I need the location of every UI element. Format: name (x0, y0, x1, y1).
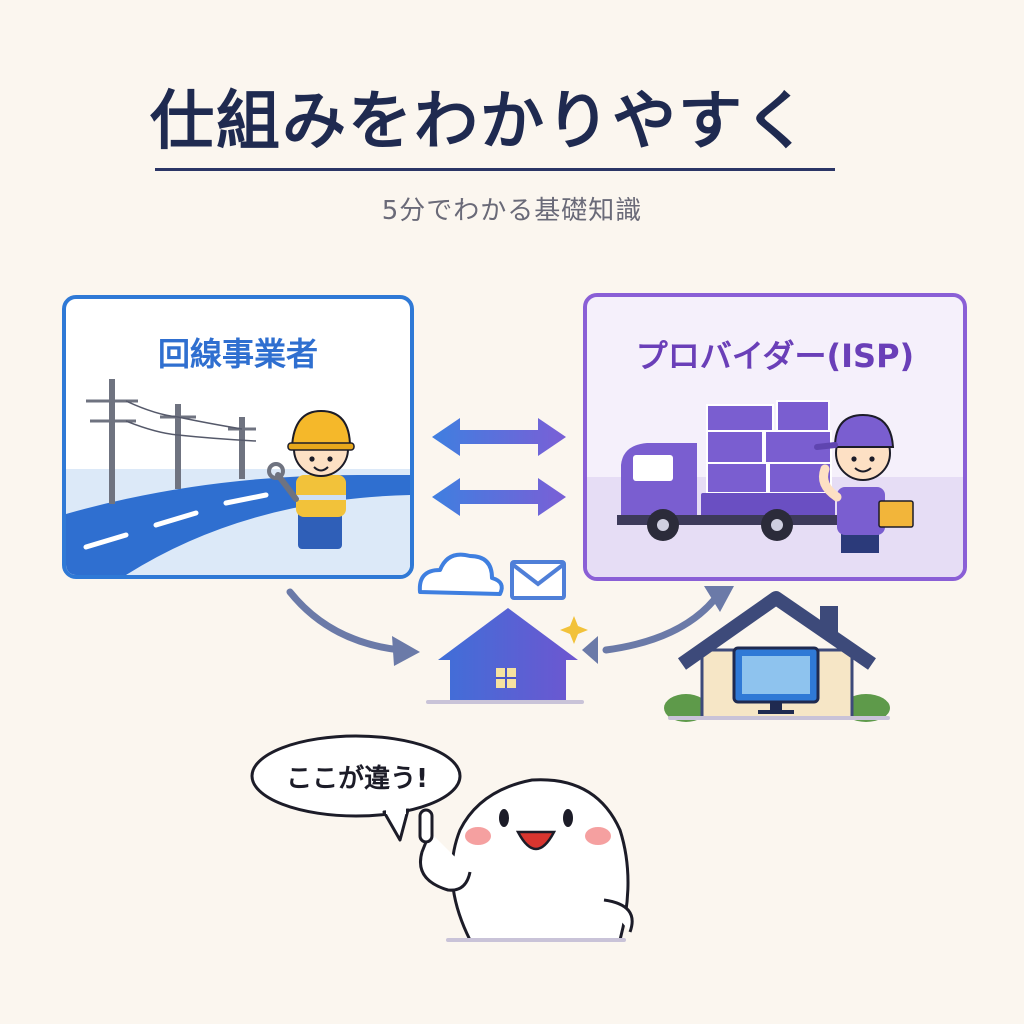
speech-bubble (250, 734, 462, 842)
package-boxes-icon (706, 400, 832, 494)
home-with-tv-icon (664, 591, 890, 722)
title-underline (155, 168, 835, 171)
line-operator-label: 回線事業者 (157, 335, 318, 373)
speech-bubble-text: ここが違う! (286, 764, 428, 794)
mail-icon (510, 560, 566, 600)
house-icon (426, 608, 584, 704)
provider-illustration (587, 400, 963, 577)
wrench-icon (267, 462, 299, 502)
provider-label: プロバイダー(ISP) (635, 337, 915, 375)
mascot-icon (418, 778, 634, 942)
provider-panel: プロバイダー(ISP) (583, 293, 967, 581)
arrow-house-to-isp (602, 596, 718, 654)
cloud-icon (417, 552, 504, 596)
double-arrow-bottom (432, 478, 566, 516)
delivery-person-icon (814, 413, 914, 553)
arrow-left-to-house (286, 588, 404, 654)
line-operator-panel: 回線事業者 (62, 295, 414, 579)
tv-icon (732, 646, 820, 714)
technician-icon (287, 409, 355, 549)
sparkle-icon (560, 616, 588, 644)
truck-icon (617, 443, 837, 541)
page-title: 仕組みをわかりやすく (150, 85, 810, 159)
double-arrow-top (432, 418, 566, 456)
line-operator-illustration (66, 379, 410, 575)
page-subtitle: 5分でわかる基礎知識 (381, 196, 643, 226)
